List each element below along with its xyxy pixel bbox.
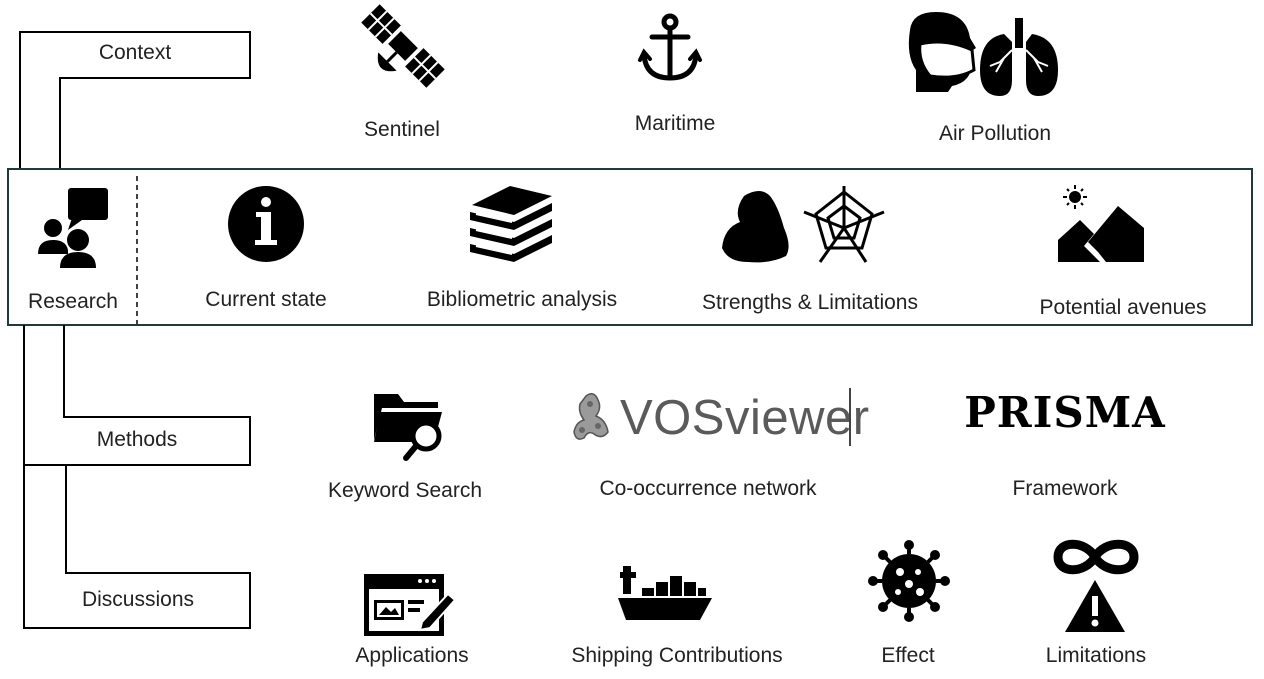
strengths-limitations-label: Strengths & Limitations [702,291,918,314]
research-label: Research [28,290,118,313]
air-pollution-label: Air Pollution [938,122,1052,145]
research-box [7,168,1253,326]
vosviewer-logo: VOSviewer [572,388,869,448]
context-box [19,31,251,168]
vosviewer-divider [849,388,851,446]
virus-icon [868,540,950,622]
methods-label: Methods [96,428,178,451]
prisma-logo: PRISMA [964,388,1166,437]
effect-label: Effect [881,644,935,667]
research-people-icon [38,188,108,268]
anchor-icon [638,13,702,81]
vosviewer-mark-icon [573,393,609,440]
bibliometric-analysis-label: Bibliometric analysis [426,288,618,311]
satellite-icon [361,4,445,88]
framework-label: Framework [1012,477,1118,500]
methods-box [23,325,251,466]
discussions-label: Discussions [81,588,195,611]
info-icon [228,186,304,262]
sentinel-label: Sentinel [364,118,440,141]
current-state-label: Current state [205,288,327,311]
applications-label: Applications [355,644,469,667]
maritime-label: Maritime [634,112,716,135]
browser-edit-icon [364,574,457,636]
discussions-box [23,465,251,629]
vosviewer-text: VOSviewer [620,391,870,445]
shipping-contributions-label: Shipping Contributions [571,644,783,667]
cargo-ship-icon [618,566,712,620]
mountain-sun-icon [1058,185,1144,262]
folder-search-icon [374,394,442,461]
books-icon [470,186,552,262]
infinity-warning-icon [1053,539,1139,632]
limitations-label: Limitations [1045,644,1147,667]
context-label: Context [98,41,172,64]
potential-avenues-label: Potential avenues [1039,296,1207,319]
keyword-search-label: Keyword Search [327,479,483,502]
co-occurrence-network-label: Co-occurrence network [599,477,817,500]
mask-lungs-icon [908,12,1058,96]
strength-radar-icon [722,186,885,263]
